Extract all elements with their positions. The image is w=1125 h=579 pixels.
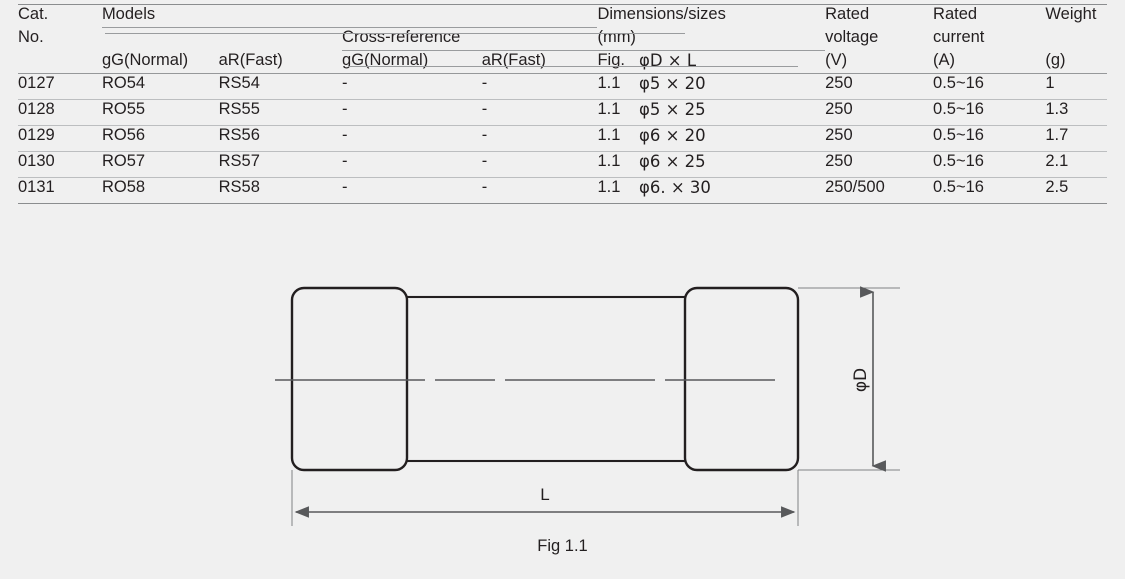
fuse-spec-table: Cat. Models Dimensions/sizes Rated Rated… (18, 4, 1107, 204)
figure-caption: Fig 1.1 (537, 537, 588, 555)
cell-xref-gg: - (342, 99, 482, 126)
models-group-rule (105, 33, 685, 34)
cell-weight: 2.1 (1045, 151, 1107, 178)
header-models: Models (101, 4, 598, 28)
header-cat-no-spacer (18, 51, 102, 74)
cell-rated-current: 0.5~16 (933, 151, 1046, 178)
cell-cat-no: 0131 (18, 177, 102, 204)
cell-xref-gg: - (342, 151, 482, 178)
header-models-gg: gG(Normal) (101, 50, 189, 69)
cell-xref-ar: - (481, 177, 598, 204)
cell-cat-no: 0130 (18, 151, 102, 178)
spec-table-container: Cat. Models Dimensions/sizes Rated Rated… (18, 4, 1107, 204)
cell-dimension: φ6. × 30 (638, 177, 826, 204)
cell-cat-no: 0128 (18, 99, 102, 126)
table-head: Cat. Models Dimensions/sizes Rated Rated… (18, 4, 1107, 74)
cell-rated-voltage: 250 (825, 125, 934, 152)
header-rated-voltage-line2: voltage (825, 27, 879, 46)
cell-models-ar: RS58 (218, 177, 343, 204)
cell-rated-current: 0.5~16 (933, 177, 1046, 204)
fuse-end-cap-right (683, 286, 800, 472)
cell-models-gg: RO58 (101, 177, 219, 204)
cell-models-ar: RS54 (218, 73, 343, 100)
header-cross-reference: Cross-reference (342, 27, 598, 51)
dimensions-group-rule (608, 66, 798, 67)
header-rated-current-unit: (A) (933, 50, 956, 69)
cell-rated-voltage: 250/500 (825, 177, 934, 204)
header-row-columns: gG(Normal) aR(Fast) gG(Normal) aR(Fast) … (18, 51, 1107, 74)
header-cat-no-line1: Cat. (18, 4, 102, 28)
cell-weight: 1.3 (1045, 99, 1107, 126)
cell-models-ar: RS57 (218, 151, 343, 178)
cell-rated-voltage: 250 (825, 151, 934, 178)
header-cat-no-line2: No. (18, 27, 44, 46)
fuse-end-cap-left (290, 286, 409, 472)
header-rated-voltage-line1: Rated (825, 4, 934, 28)
header-models-ar: aR(Fast) (218, 50, 283, 69)
cell-rated-current: 0.5~16 (933, 125, 1046, 152)
cell-dimension: φ5 × 25 (638, 99, 826, 126)
header-rated-current-line1: Rated (933, 4, 1046, 28)
cell-xref-gg: - (342, 177, 482, 204)
header-rated-voltage-unit: (V) (825, 50, 848, 69)
cell-xref-ar: - (481, 73, 598, 100)
header-fig: Fig. (597, 51, 625, 69)
cell-cat-no: 0129 (18, 125, 102, 152)
cell-xref-ar: - (481, 125, 598, 152)
fuse-body-tube (348, 295, 752, 463)
cell-fig: 1.1 (597, 73, 639, 100)
cell-models-gg: RO54 (101, 73, 219, 100)
cell-models-gg: RO57 (101, 151, 219, 178)
cell-xref-gg: - (342, 73, 482, 100)
cell-rated-current: 0.5~16 (933, 99, 1046, 126)
cell-fig: 1.1 (597, 99, 639, 126)
cell-fig: 1.1 (597, 125, 639, 152)
header-weight-spacer (1045, 28, 1107, 51)
cell-xref-ar: - (481, 151, 598, 178)
cell-rated-current: 0.5~16 (933, 73, 1046, 100)
fuse-dimension-diagram: φD L (275, 286, 900, 526)
cell-xref-ar: - (481, 99, 598, 126)
cell-xref-gg: - (342, 125, 482, 152)
cell-models-ar: RS56 (218, 125, 343, 152)
length-dimension: L (294, 485, 796, 518)
header-dimensions-unit: (mm) (597, 27, 826, 51)
header-row-subgroup: No. Cross-reference (mm) voltage current (18, 27, 1107, 51)
length-label: L (540, 485, 549, 504)
cell-weight: 2.5 (1045, 177, 1107, 204)
cell-models-gg: RO55 (101, 99, 219, 126)
cell-rated-voltage: 250 (825, 73, 934, 100)
header-dimensions: Dimensions/sizes (597, 4, 826, 28)
cell-rated-voltage: 250 (825, 99, 934, 126)
cell-dimension: φ6 × 20 (638, 125, 826, 152)
cell-cat-no: 0127 (18, 73, 102, 100)
header-diameter-length: φD × L (638, 51, 697, 70)
cell-fig: 1.1 (597, 151, 639, 178)
cell-weight: 1 (1045, 73, 1107, 100)
diameter-dimension: φD (851, 286, 886, 472)
cell-dimension: φ6 × 25 (638, 151, 826, 178)
cell-fig: 1.1 (597, 177, 639, 204)
cell-models-ar: RS55 (218, 99, 343, 126)
header-models-spacer (102, 28, 342, 51)
header-weight-unit: (g) (1045, 50, 1066, 69)
header-xref-ar: aR(Fast) (481, 51, 546, 69)
diameter-label: φD (851, 368, 871, 392)
cell-weight: 1.7 (1045, 125, 1107, 152)
header-rated-current-line2: current (933, 27, 985, 46)
header-weight: Weight (1045, 4, 1107, 28)
cell-dimension: φ5 × 20 (638, 73, 826, 100)
header-row-group: Cat. Models Dimensions/sizes Rated Rated… (18, 4, 1107, 28)
cell-models-gg: RO56 (101, 125, 219, 152)
cross-reference-group-rule (348, 66, 685, 67)
header-xref-gg: gG(Normal) (342, 51, 429, 69)
